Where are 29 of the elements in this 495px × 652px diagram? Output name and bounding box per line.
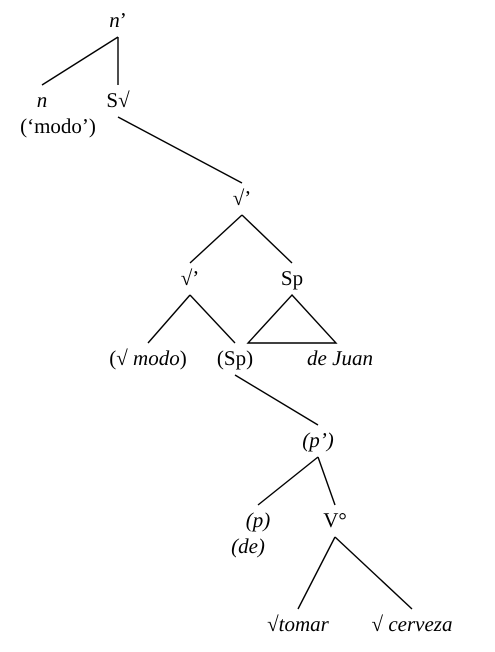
tree-branch bbox=[117, 37, 119, 85]
tree-node-label: Sp bbox=[280, 266, 304, 291]
tree-branch bbox=[297, 536, 336, 610]
tree-node-label: √’ bbox=[180, 266, 200, 291]
gloss-text: (‘modo’) bbox=[20, 116, 96, 137]
tree-node-label: √’ bbox=[232, 186, 252, 211]
tree-node-label: n’ bbox=[108, 8, 128, 33]
tree-node-label: (√ modo) bbox=[108, 346, 188, 371]
tree-node-label: V° bbox=[322, 508, 348, 533]
tree-node-label: de Juan bbox=[306, 346, 374, 371]
tree-branch bbox=[118, 116, 242, 184]
tree-node-label: (p’) bbox=[301, 428, 335, 453]
tree-node-label: √tomar bbox=[266, 612, 330, 637]
tree-branch bbox=[258, 456, 318, 506]
triangle-branch bbox=[246, 294, 338, 344]
tree-branch bbox=[42, 36, 118, 86]
tree-branch bbox=[190, 214, 242, 264]
tree-branch bbox=[242, 214, 292, 264]
tree-branch bbox=[234, 374, 318, 426]
tree-branch bbox=[190, 294, 236, 344]
tree-branch bbox=[147, 294, 191, 344]
tree-branch bbox=[334, 536, 412, 610]
tree-node-label: (p) bbox=[244, 508, 272, 533]
gloss-text: (de) bbox=[231, 536, 265, 557]
tree-node-label: n bbox=[36, 88, 48, 113]
tree-node-label: √ cerveza bbox=[370, 612, 454, 637]
tree-node-label: (Sp) bbox=[216, 346, 254, 371]
tree-branch bbox=[317, 456, 336, 506]
tree-node-label: S√ bbox=[105, 88, 131, 113]
